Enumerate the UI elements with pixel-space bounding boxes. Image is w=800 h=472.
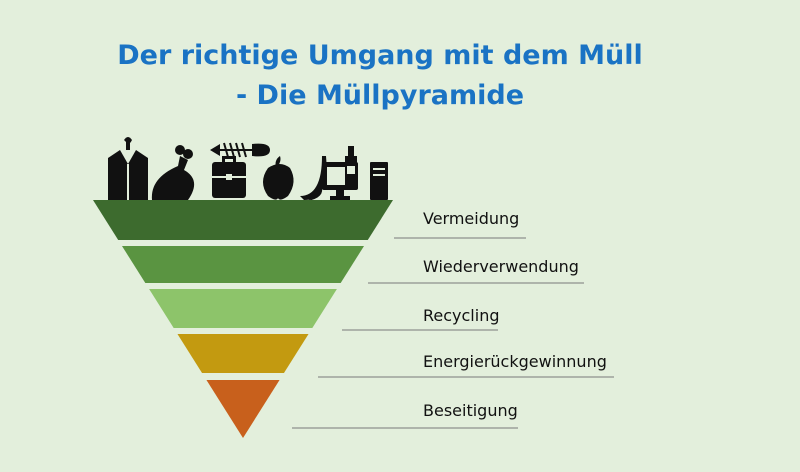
level-label-2: Wiederverwendung	[423, 257, 579, 276]
briefcase-icon	[212, 156, 246, 198]
level-label-3: Recycling	[423, 306, 500, 325]
fish-bone-icon	[210, 142, 270, 158]
level-label-4: Energierückgewinnung	[423, 352, 607, 371]
chicken-leg-icon	[151, 145, 195, 203]
page-title: Der richtige Umgang mit dem Müll - Die M…	[0, 36, 760, 116]
level-label-5: Beseitigung	[423, 401, 518, 420]
jacket-icon	[108, 137, 148, 200]
pyramid-level-4	[177, 334, 309, 373]
pyramid-level-2	[121, 246, 365, 283]
pyramid-level-3	[149, 289, 337, 328]
banana-icon	[294, 156, 327, 202]
pyramid-level-1	[93, 200, 393, 240]
pyramid-level-5	[206, 380, 280, 438]
apple-icon	[263, 156, 294, 200]
waste-icons	[108, 137, 388, 203]
title-line-2: - Die Müllpyramide	[235, 80, 525, 111]
bottle-icon	[345, 146, 357, 186]
title-line-1: Der richtige Umgang mit dem Müll	[117, 40, 643, 71]
level-label-1: Vermeidung	[423, 209, 520, 228]
